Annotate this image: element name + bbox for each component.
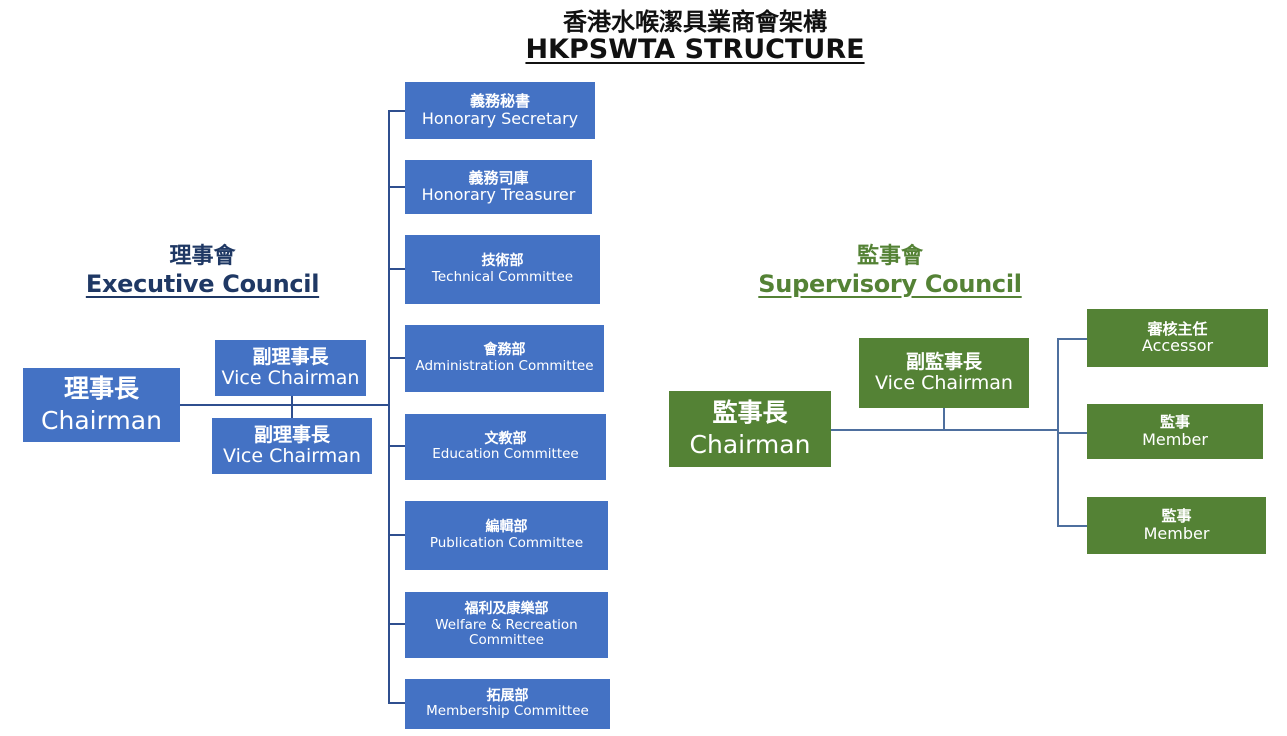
sup-vice-chairman-zh: 副監事長 — [905, 350, 982, 373]
committee-en: Technical Committee — [431, 268, 574, 285]
sup-member-box: 監事 Member — [1087, 404, 1263, 459]
exec-vice-chairman-zh: 副理事長 — [253, 423, 330, 446]
sup-chairman-zh: 監事長 — [712, 398, 788, 427]
exec-vice-chairman-zh: 副理事長 — [252, 345, 329, 368]
executive-council-heading-zh: 理事會 — [169, 244, 236, 269]
sup-branch-line — [1057, 525, 1087, 527]
sup-member-en: Accessor — [1141, 336, 1214, 356]
exec-branch-line — [388, 268, 405, 270]
committee-box-administration: 會務部 Administration Committee — [405, 325, 604, 392]
exec-vice-chairman-box: 副理事長 Vice Chairman — [215, 340, 366, 396]
committee-en: Honorary Treasurer — [421, 185, 576, 205]
exec-chairman-en: Chairman — [41, 406, 162, 435]
sup-vice-chairman-en: Vice Chairman — [875, 372, 1013, 394]
committee-box-education: 文教部 Education Committee — [405, 414, 606, 480]
sup-member-en: Member — [1143, 523, 1210, 543]
exec-vice-chairman-en: Vice Chairman — [223, 445, 361, 467]
committee-box-publication: 編輯部 Publication Committee — [405, 501, 608, 570]
committee-zh: 編輯部 — [485, 519, 528, 536]
committee-en: Administration Committee — [415, 357, 594, 374]
committee-box-membership: 拓展部 Membership Committee — [405, 679, 610, 729]
exec-branch-line — [388, 186, 405, 188]
committee-box-welfare-recreation: 福利及康樂部 Welfare & Recreation Committee — [405, 592, 608, 658]
committee-en: Welfare & Recreation — [435, 616, 578, 633]
sup-chairman-connector — [831, 429, 1058, 431]
sup-vice-connector — [943, 408, 945, 430]
exec-vice-chairman-box: 副理事長 Vice Chairman — [212, 418, 372, 474]
sup-member-zh: 審核主任 — [1147, 319, 1208, 338]
executive-council-heading: 理事會 Executive Council — [60, 238, 345, 298]
exec-branch-line — [388, 534, 405, 536]
committee-box-honorary-treasurer: 義務司庫 Honorary Treasurer — [405, 160, 592, 214]
sup-chairman-en: Chairman — [689, 430, 811, 459]
exec-branch-line — [388, 623, 405, 625]
sup-member-box: 監事 Member — [1087, 497, 1266, 554]
supervisory-council-heading: 監事會 Supervisory Council — [740, 238, 1040, 298]
sup-member-box-accessor: 審核主任 Accessor — [1087, 309, 1268, 367]
sup-member-zh: 監事 — [1161, 507, 1192, 526]
committee-zh: 拓展部 — [486, 687, 529, 704]
page-title-english: HKPSWTA STRUCTURE — [0, 34, 1287, 65]
committee-zh: 義務秘書 — [469, 92, 530, 111]
executive-council-heading-en: Executive Council — [85, 270, 320, 298]
exec-vice-connector — [291, 396, 293, 419]
exec-chairman-box: 理事長 Chairman — [23, 368, 180, 442]
committee-zh: 義務司庫 — [468, 168, 529, 187]
committee-en: Membership Committee — [426, 703, 589, 720]
committee-en-line2: Committee — [469, 631, 544, 648]
sup-branch-line — [1057, 338, 1087, 340]
exec-branch-line — [388, 357, 405, 359]
exec-chairman-zh: 理事長 — [63, 374, 139, 403]
committee-en: Honorary Secretary — [421, 108, 579, 128]
page-title-chinese: 香港水喉潔具業商會架構 — [563, 8, 827, 36]
committee-box-honorary-secretary: 義務秘書 Honorary Secretary — [405, 82, 595, 139]
exec-trunk-line — [388, 110, 390, 704]
sup-branch-line — [1057, 432, 1087, 434]
page-title-english-text: HKPSWTA STRUCTURE — [525, 34, 865, 65]
committee-en: Education Committee — [432, 446, 579, 463]
sup-member-en: Member — [1142, 429, 1208, 449]
exec-branch-line — [388, 702, 405, 704]
committee-zh: 文教部 — [484, 430, 527, 447]
supervisory-council-heading-en: Supervisory Council — [758, 270, 1022, 298]
sup-chairman-box: 監事長 Chairman — [669, 391, 831, 467]
exec-branch-line — [388, 445, 405, 447]
exec-chairman-connector — [180, 404, 389, 406]
sup-member-zh: 監事 — [1159, 413, 1190, 432]
committee-zh: 技術部 — [481, 253, 524, 270]
exec-branch-line — [388, 110, 405, 112]
committee-en: Publication Committee — [429, 534, 584, 551]
supervisory-council-heading-zh: 監事會 — [856, 244, 923, 269]
committee-zh: 會務部 — [483, 342, 526, 359]
committee-box-technical: 技術部 Technical Committee — [405, 235, 600, 304]
sup-vice-chairman-box: 副監事長 Vice Chairman — [859, 338, 1029, 408]
exec-vice-chairman-en: Vice Chairman — [221, 367, 360, 389]
committee-zh: 福利及康樂部 — [464, 601, 549, 618]
